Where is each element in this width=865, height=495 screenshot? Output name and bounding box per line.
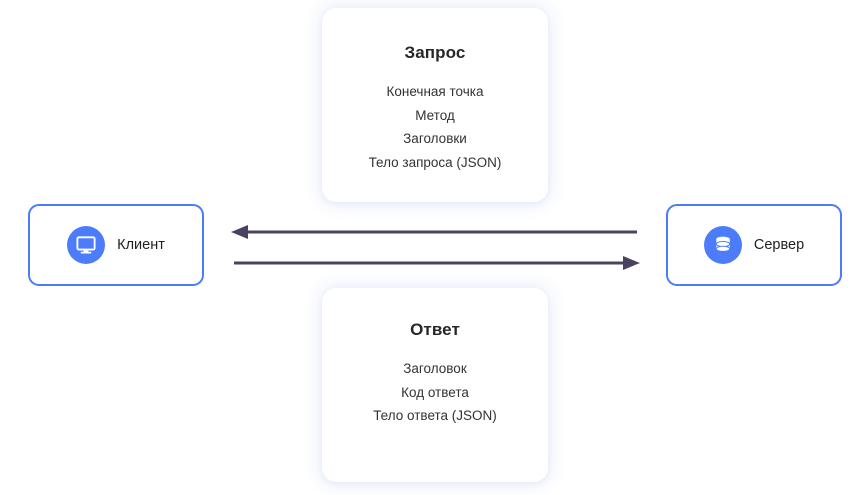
monitor-icon [67,226,106,264]
response-line-body: Тело ответа (JSON) [373,408,497,423]
response-card-title: Ответ [410,320,460,339]
client-to-server-arrow [234,256,640,270]
request-card-lines: Конечная точка Метод Заголовки Тело запр… [322,80,548,174]
response-card: Ответ Заголовок Код ответа Тело ответа (… [322,288,548,482]
request-line-headers: Заголовки [403,131,467,146]
response-card-lines: Заголовок Код ответа Тело ответа (JSON) [322,357,548,428]
server-node-label: Сервер [753,237,805,253]
client-node-inner: Клиент [67,226,165,264]
response-line-status-code: Код ответа [401,384,469,400]
client-node: Клиент [28,204,204,286]
request-line-method: Метод [415,107,455,123]
request-card-title: Запрос [404,43,466,62]
server-node-inner: Сервер [703,226,805,264]
server-node: Сервер [666,204,842,286]
server-to-client-arrow [231,225,637,239]
request-line-body: Тело запроса (JSON) [368,154,502,170]
client-node-label: Клиент [117,237,165,253]
request-card: Запрос Конечная точка Метод Заголовки Те… [322,8,548,202]
request-line-endpoint: Конечная точка [386,84,484,99]
response-line-header: Заголовок [403,361,467,376]
database-icon [703,226,742,264]
